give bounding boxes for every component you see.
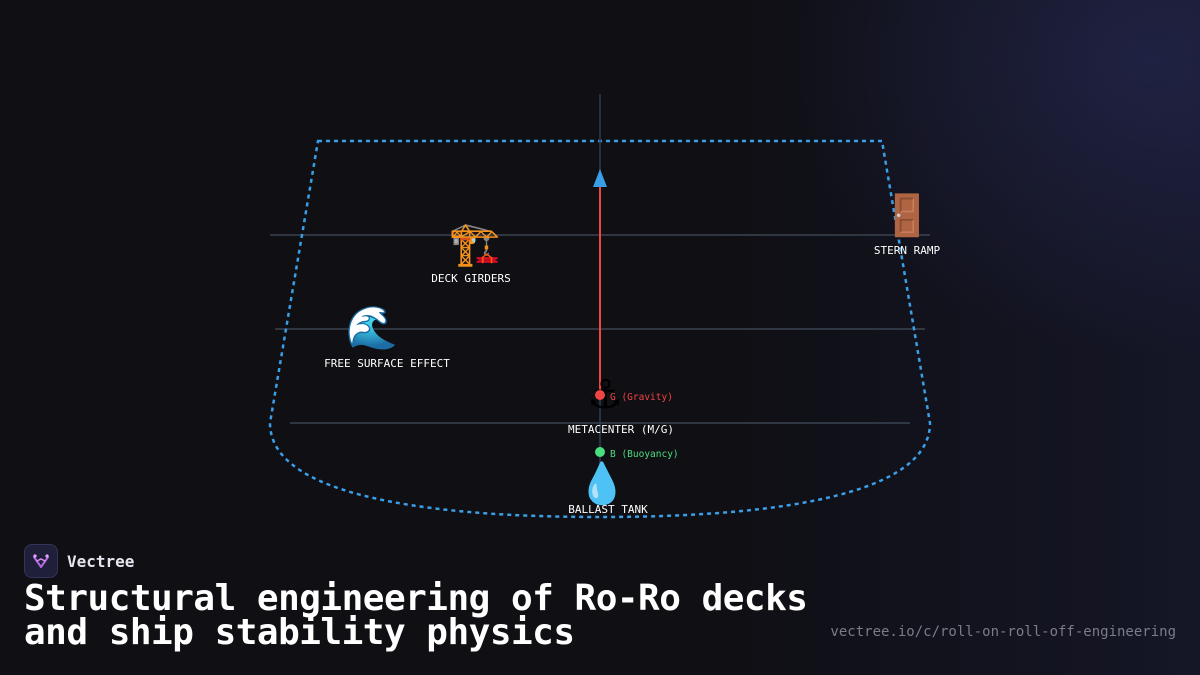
gravity-point bbox=[595, 390, 605, 400]
free-surface-label: FREE SURFACE EFFECT bbox=[324, 357, 450, 370]
source-url[interactable]: vectree.io/c/roll-on-roll-off-engineerin… bbox=[830, 624, 1176, 640]
page-title: Structural engineering of Ro-Ro decks an… bbox=[24, 578, 808, 653]
water-drop-icon: 💧 bbox=[577, 460, 627, 507]
brand-name: Vectree bbox=[67, 551, 135, 571]
metacenter-label: METACENTER (M/G) bbox=[568, 423, 674, 436]
gravity-label: G (Gravity) bbox=[610, 392, 673, 403]
buoyancy-label: B (Buoyancy) bbox=[610, 449, 679, 460]
deck-girders-label: DECK GIRDERS bbox=[431, 272, 510, 285]
wave-icon: 🌊 bbox=[346, 303, 398, 352]
arrow-head bbox=[593, 169, 607, 187]
vectree-logo-icon bbox=[24, 544, 58, 578]
crane-icon: 🏗️ bbox=[449, 219, 501, 268]
brand: Vectree bbox=[24, 544, 134, 578]
ship-stability-diagram: 🏗️ DECK GIRDERS 🚪 STERN RAMP 🌊 FREE SURF… bbox=[268, 94, 941, 519]
stern-ramp-label: STERN RAMP bbox=[874, 244, 941, 257]
door-icon: 🚪 bbox=[882, 192, 932, 239]
hull-outline bbox=[268, 139, 932, 519]
buoyancy-point bbox=[595, 447, 605, 457]
ballast-tank-label: BALLAST TANK bbox=[568, 503, 648, 516]
